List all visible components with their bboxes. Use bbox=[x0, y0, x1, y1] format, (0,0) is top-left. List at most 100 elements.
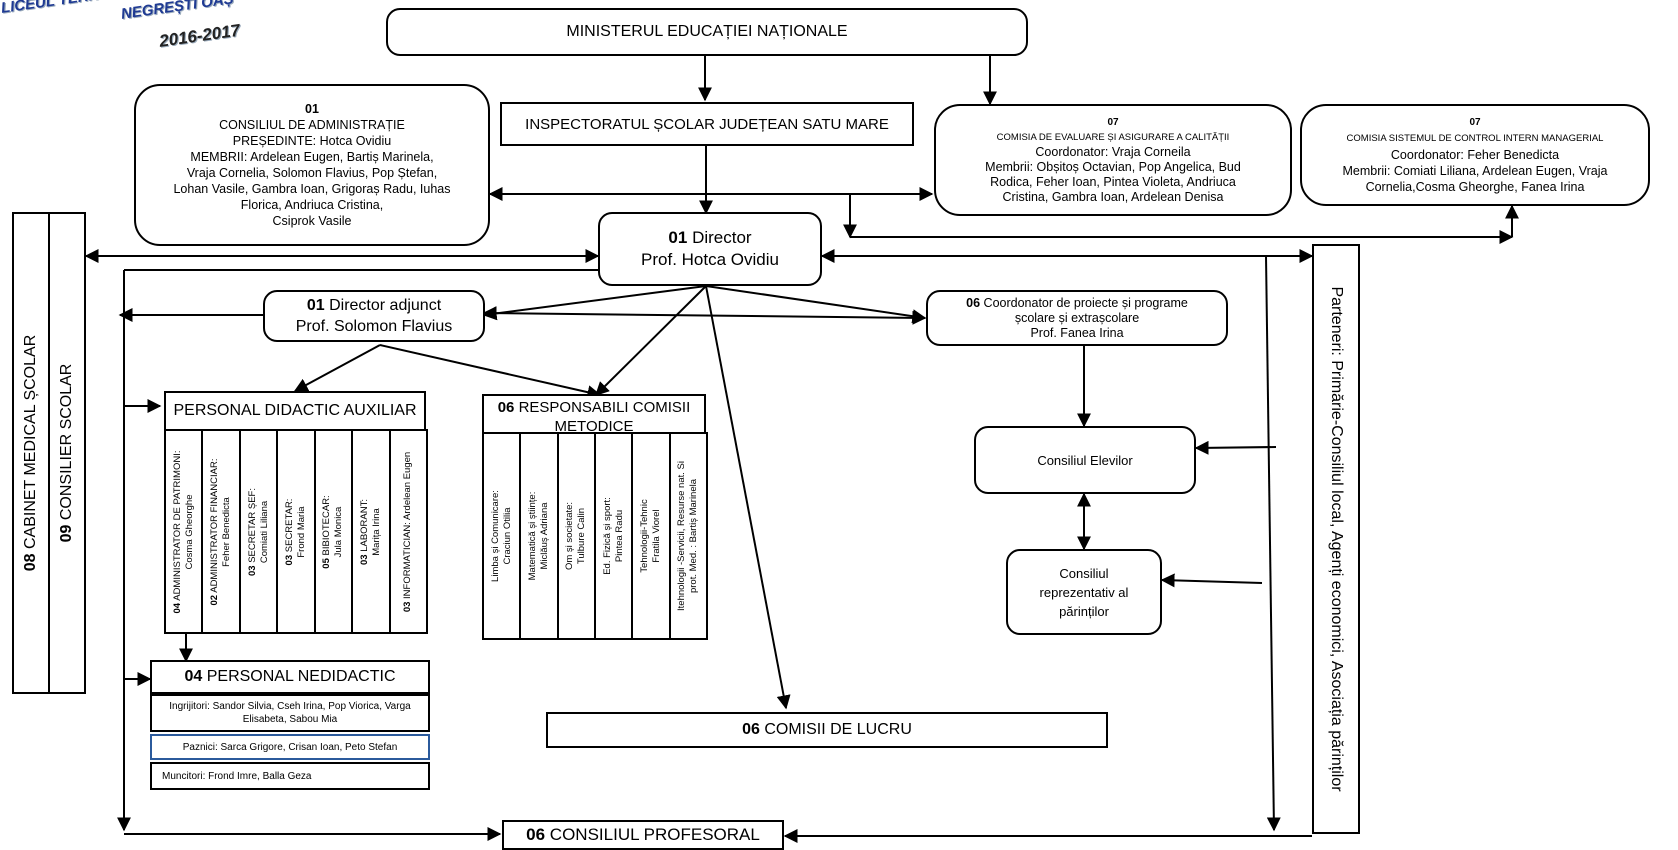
aux-staff-text: 05 BIBIOTECAR:Jula Monica bbox=[321, 495, 345, 568]
methodical-text: Om și societate:Tulbure Calin bbox=[564, 502, 588, 570]
aux-staff-role: BIBIOTECAR: bbox=[321, 494, 333, 555]
aux-staff-code: 03 bbox=[402, 601, 414, 612]
methodical-title: RESPONSABILI COMISII METODICE bbox=[518, 399, 691, 435]
teachers-council-code: 06 bbox=[526, 825, 546, 844]
admin-council-members-5: Csiprok Vasile bbox=[272, 214, 352, 228]
aux-staff-role: ADMINISTRATOR DE PATRIMONI: bbox=[171, 450, 183, 601]
non-teaching-row-workers: Muncitori: Frond Imre, Balla Geza bbox=[150, 762, 430, 790]
methodical-header: 06 RESPONSABILI COMISII METODICE bbox=[482, 394, 706, 435]
quality-commission-code: 07 bbox=[1107, 117, 1119, 128]
deputy-title: Director adjunct bbox=[329, 297, 442, 314]
non-teaching-guards: Paznici: Sarca Grigore, Crisan Ioan, Pet… bbox=[182, 741, 398, 753]
aux-staff-column: 02 ADMINISTRATOR FINANCIAR:Feher Benedic… bbox=[201, 429, 241, 634]
admin-council-code: 01 bbox=[305, 102, 319, 116]
aux-staff-code: 05 bbox=[321, 557, 333, 569]
aux-staff-name: Frond Maria bbox=[295, 505, 307, 558]
aux-staff-column: 05 BIBIOTECAR:Jula Monica bbox=[313, 429, 354, 634]
arrow-partners-parents bbox=[1160, 573, 1263, 588]
aux-staff-column: 03 SECRETAR ȘEF:Comiati Liliana bbox=[238, 429, 279, 634]
methodical-line1: Itehnologii -Servicii, Resurse nat. Si bbox=[676, 461, 688, 611]
methodical-line2: Miclăuș Adriana bbox=[538, 502, 550, 570]
deputy-code: 01 bbox=[306, 297, 325, 314]
non-teaching-code: 04 bbox=[184, 668, 203, 685]
non-teaching-header: 04 PERSONAL NEDIDACTIC bbox=[150, 660, 430, 694]
methodical-text: Matematică și științe:Miclăuș Adriana bbox=[527, 492, 551, 581]
aux-staff-column: 03 INFORMATICIAN: Ardelean Eugen bbox=[388, 429, 428, 634]
internal-control-members-2: Cornelia,Cosma Gheorghe, Fanea Irina bbox=[1365, 180, 1585, 194]
arrow-director-deputy bbox=[482, 285, 707, 321]
aux-staff-role: SECRETAR: bbox=[283, 498, 295, 552]
arrow-director-projects bbox=[705, 285, 927, 324]
aux-staff-column: 03 SECRETAR:Frond Maria bbox=[276, 429, 316, 634]
admin-council-members-4: Florica, Andriuca Cristina, bbox=[240, 198, 384, 212]
admin-council-members-3: Lohan Vasile, Gambra Ioan, Grigoraș Radu… bbox=[173, 182, 451, 196]
aux-staff-role: INFORMATICIAN: Ardelean Eugen bbox=[402, 451, 414, 599]
methodical-column: Limba și Comunicare:Craciun Otilia bbox=[482, 432, 522, 640]
medical-cabinet-label: 08 CABINET MEDICAL ȘCOLAR bbox=[22, 335, 40, 572]
parents-council-box: Consiliul reprezentativ al părinților bbox=[1006, 549, 1162, 635]
aux-staff-title: PERSONAL DIDACTIC AUXILIAR bbox=[173, 402, 417, 419]
projects-coordinator-box: 06 Coordonator de proiecte și programe ș… bbox=[926, 290, 1228, 346]
methodical-line1: Matematică și științe: bbox=[526, 491, 538, 581]
arrow-deputy-aux bbox=[293, 344, 381, 392]
director-code: 01 bbox=[668, 228, 688, 247]
aux-staff-code: 04 bbox=[171, 602, 183, 613]
aux-staff-role: ADMINISTRATOR FINANCIAR: bbox=[209, 458, 221, 593]
methodical-text: Limba și Comunicare:Craciun Otilia bbox=[490, 490, 514, 582]
aux-staff-code: 02 bbox=[209, 594, 221, 605]
arrow-deputy-methodical bbox=[379, 344, 602, 400]
parents-council-line3: părinților bbox=[1059, 603, 1109, 619]
internal-control-title: COMISIA SISTEMUL DE CONTROL INTERN MANAG… bbox=[1346, 133, 1604, 144]
aux-staff-name: Feher Benedicta bbox=[221, 496, 233, 567]
aux-staff-column: 04 ADMINISTRATOR DE PATRIMONI:Cosma Gheo… bbox=[164, 429, 204, 634]
methodical-code: 06 bbox=[497, 399, 515, 416]
arrow-director-work bbox=[705, 285, 791, 710]
quality-commission-box: 07 COMISIA DE EVALUARE ȘI ASIGURARE A CA… bbox=[934, 104, 1292, 216]
quality-commission-members-2: Rodica, Feher Ioan, Pintea Violeta, Andr… bbox=[990, 175, 1236, 189]
counselor-title: CONSILIER SCOLAR bbox=[58, 363, 75, 521]
projects-name: Prof. Fanea Irina bbox=[1030, 325, 1124, 340]
aux-staff-name: Cosma Gheorghe bbox=[183, 494, 195, 569]
internal-control-code: 07 bbox=[1469, 117, 1481, 128]
methodical-line2: Craciun Otilia bbox=[501, 507, 513, 565]
aux-staff-role: SECRETAR ȘEF: bbox=[246, 487, 258, 563]
teachers-council-box: 06 CONSILIUL PROFESORAL bbox=[502, 820, 784, 850]
arrow-deputy-projects bbox=[482, 306, 927, 325]
methodical-column: Matematică și științe:Miclăuș Adriana bbox=[519, 432, 559, 640]
medical-title: CABINET MEDICAL ȘCOLAR bbox=[22, 334, 39, 550]
partners-column bbox=[1312, 244, 1360, 834]
aux-staff-name: Comiati Liliana bbox=[258, 500, 270, 563]
methodical-line2: Tulbure Calin bbox=[576, 507, 588, 565]
projects-title-1: Coordonator de proiecte și programe bbox=[983, 295, 1188, 310]
projects-title-2: școlare și extrașcolare bbox=[1014, 310, 1140, 325]
non-teaching-row-guards: Paznici: Sarca Grigore, Crisan Ioan, Pet… bbox=[150, 734, 430, 760]
aux-staff-name: Marița Irina bbox=[370, 507, 382, 556]
aux-staff-text: 03 INFORMATICIAN: Ardelean Eugen bbox=[402, 451, 414, 611]
non-teaching-title: PERSONAL NEDIDACTIC bbox=[206, 668, 396, 685]
non-teaching-cleaners: Ingrijitori: Sandor Silvia, Cseh Irina, … bbox=[169, 701, 411, 725]
aux-staff-column: 03 LABORANT:Marița Irina bbox=[351, 429, 391, 634]
deputy-name: Prof. Solomon Flavius bbox=[295, 318, 453, 335]
methodical-text: Ed. Fizică și sport:Pintea Radu bbox=[602, 497, 626, 575]
methodical-line1: Limba și Comunicare: bbox=[489, 490, 501, 582]
school-counselor-label: 09 CONSILIER SCOLAR bbox=[58, 364, 76, 543]
teachers-council-title: CONSILIUL PROFESORAL bbox=[549, 825, 760, 844]
methodical-line2: Pintea Radu bbox=[613, 509, 625, 563]
director-name: Prof. Hotca Ovidiu bbox=[641, 250, 779, 269]
admin-council-members-1: MEMBRII: Ardelean Eugen, Bartiș Marinela… bbox=[190, 150, 434, 164]
aux-staff-columns: 04 ADMINISTRATOR DE PATRIMONI:Cosma Gheo… bbox=[164, 429, 428, 634]
inspectorate-box: INSPECTORATUL ȘCOLAR JUDEȚEAN SATU MARE bbox=[500, 102, 914, 146]
students-council-label: Consiliul Elevilor bbox=[1037, 452, 1133, 468]
director-title: Director bbox=[692, 228, 752, 247]
arrow-director-methodical bbox=[595, 285, 707, 396]
ministry-label: MINISTERUL EDUCAȚIEI NAȚIONALE bbox=[566, 23, 848, 40]
quality-commission-members-3: Cristina, Gambra Ioan, Ardelean Denisa bbox=[1002, 190, 1224, 204]
admin-council-box: 01 CONSILIUL DE ADMINISTRAȚIE PREȘEDINTE… bbox=[134, 84, 490, 246]
aux-staff-role: LABORANT: bbox=[358, 498, 370, 552]
methodical-line2: Fratila Viorel bbox=[650, 509, 662, 563]
quality-commission-coordinator: Coordonator: Vraja Corneila bbox=[1035, 145, 1191, 159]
